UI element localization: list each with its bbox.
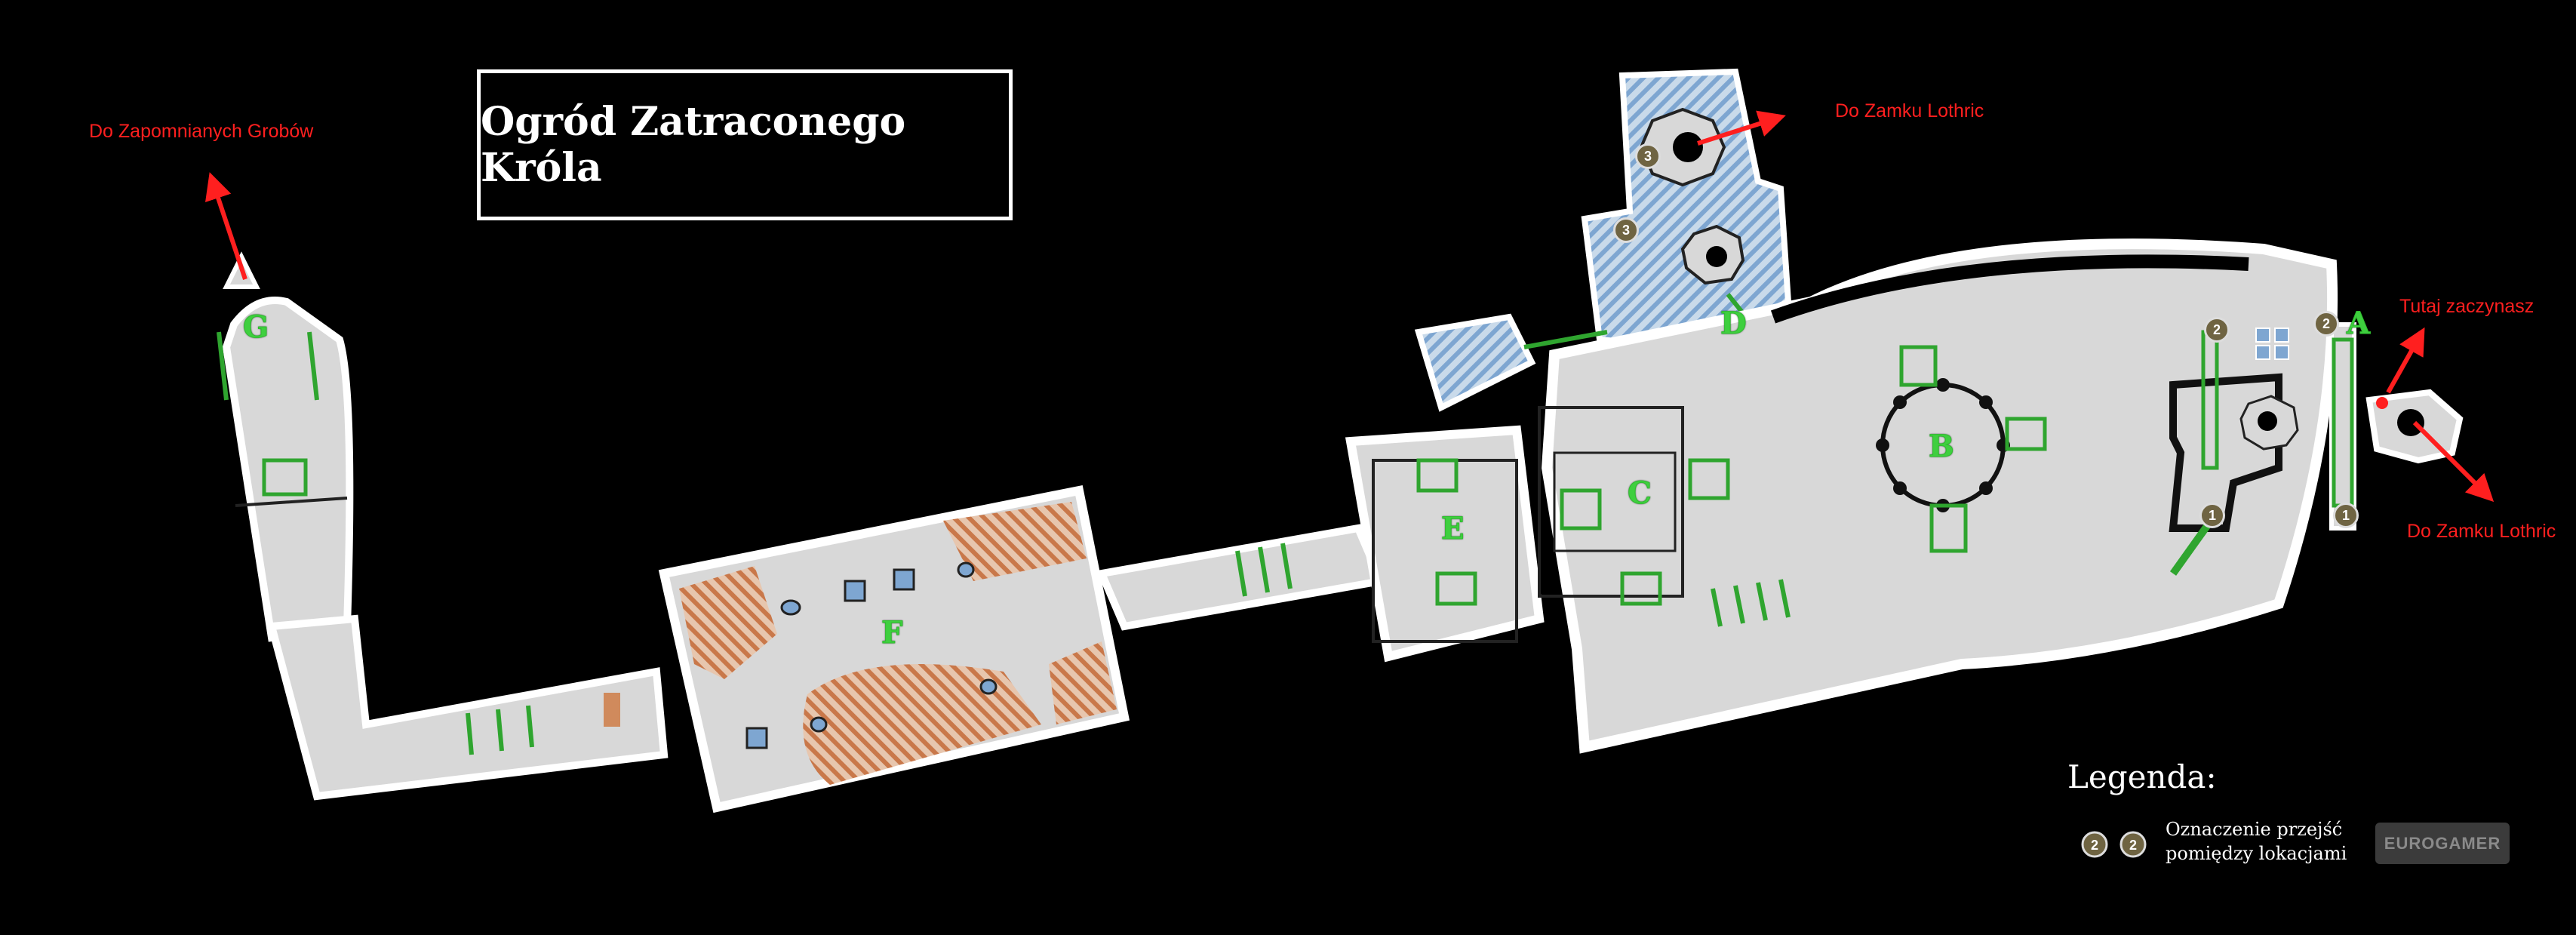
zone-label-d: D (1720, 306, 1748, 342)
zone-label-a: A (2346, 306, 2371, 342)
zone-label-g: G (242, 309, 269, 346)
corridor-g-f (266, 614, 669, 801)
exit-arrows (205, 110, 2495, 503)
round-structure-b (1876, 345, 2047, 553)
legend-badges: 2 2 (2081, 831, 2147, 858)
zone-label-f: F (881, 615, 903, 651)
exit-label-start: Tutaj zaczynasz (2399, 296, 2535, 317)
legend-title: Legenda: (2067, 758, 2217, 795)
legend-description: Oznaczenie przejść pomiędzy lokacjami (2166, 817, 2392, 866)
area-c (1538, 406, 1791, 627)
passage-marker-1-left: 1 (2199, 503, 2225, 528)
area-g-tower (217, 251, 354, 642)
map-title-box: Ogród Zatraconego Króla (477, 69, 1013, 220)
arrow-start (2386, 327, 2425, 394)
map-title: Ogród Zatraconego Króla (481, 99, 906, 191)
passage-marker-3-lower: 3 (1613, 217, 1639, 243)
legend-line-2: pomiędzy lokacjami (2166, 843, 2347, 864)
exit-label-castle-right: Do Zamku Lothric (2407, 521, 2556, 542)
passage-marker-3-top: 3 (1635, 143, 1661, 169)
arrow-graves (205, 172, 247, 280)
arrow-castle-right (2412, 420, 2495, 503)
exit-label-graves: Do Zapomnianych Grobów (89, 121, 314, 142)
passage-marker-2-left: 2 (2204, 317, 2230, 343)
arrow-castle-top (1697, 110, 1786, 146)
zone-label-b: B (1929, 429, 1955, 465)
exit-label-castle-top: Do Zamku Lothric (1835, 100, 1984, 121)
corridor-f-e (1096, 524, 1387, 631)
zone-label-c: C (1628, 475, 1652, 512)
area-f (658, 484, 1130, 814)
start-area (2169, 322, 2464, 576)
passage-marker-2-right: 2 (2313, 311, 2339, 337)
area-e (1345, 425, 1545, 663)
zone-label-e: E (1441, 511, 1465, 547)
passage-marker-1-right: 1 (2333, 503, 2359, 528)
eurogamer-logo: EUROGAMER (2375, 823, 2510, 864)
legend-badge-a: 2 (2091, 838, 2098, 853)
legend-line-1: Oznaczenie przejść (2166, 819, 2343, 840)
legend-badge-b: 2 (2129, 838, 2137, 853)
